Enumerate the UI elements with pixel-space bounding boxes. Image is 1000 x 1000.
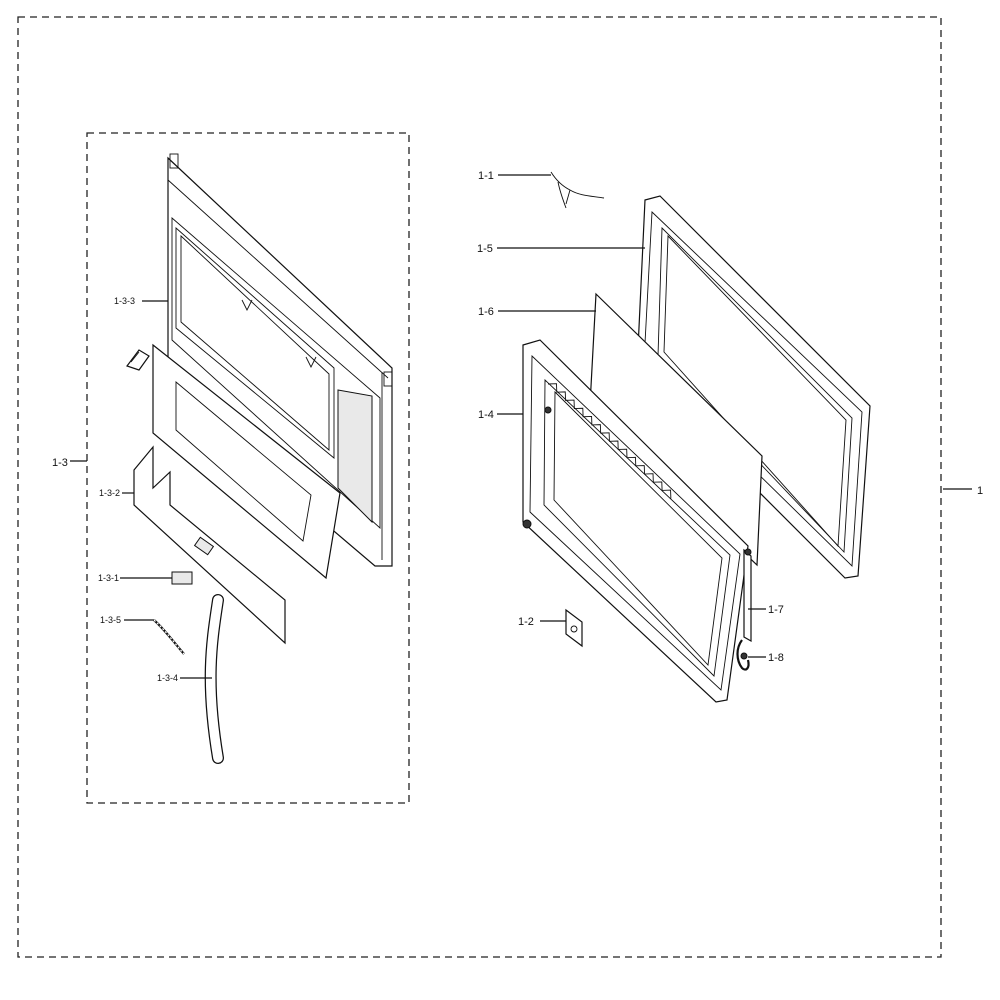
label-choke-cover: 1-3 <box>52 457 68 469</box>
label-door-frame: 1-3-3 <box>114 296 135 306</box>
label-glass-film: 1-6 <box>478 306 494 318</box>
label-door-screen: 1-4 <box>478 409 494 421</box>
label-bracket: 1-2 <box>518 616 534 628</box>
part-label-plate <box>171 571 193 585</box>
part-latch-lever <box>743 548 752 643</box>
label-hook: 1-8 <box>768 652 784 664</box>
part-harness <box>550 171 605 209</box>
subassembly-1-3-boundary <box>86 132 410 804</box>
label-door-back-frame: 1-5 <box>477 243 493 255</box>
label-handle-tube: 1-3-4 <box>157 673 178 683</box>
assembly-boundary <box>17 16 942 958</box>
leader-lines <box>70 174 972 679</box>
label-latch-lever: 1-7 <box>768 604 784 616</box>
part-glass-film <box>589 292 763 567</box>
part-handle-tube <box>204 594 224 764</box>
label-spring-strip: 1-3-5 <box>100 615 121 625</box>
part-clip <box>126 349 150 371</box>
part-door-screen <box>522 339 749 703</box>
part-door-frame <box>167 153 393 567</box>
label-window-panel: 1-3-2 <box>99 488 120 498</box>
label-assembly: 1 <box>977 485 983 497</box>
part-plate-sheet <box>133 445 286 645</box>
label-harness: 1-1 <box>478 170 494 182</box>
label-label-plate: 1-3-1 <box>98 573 119 583</box>
part-spring-strip <box>153 619 185 655</box>
part-window-panel <box>152 343 341 580</box>
part-bracket <box>565 608 583 648</box>
part-hook <box>736 639 750 671</box>
